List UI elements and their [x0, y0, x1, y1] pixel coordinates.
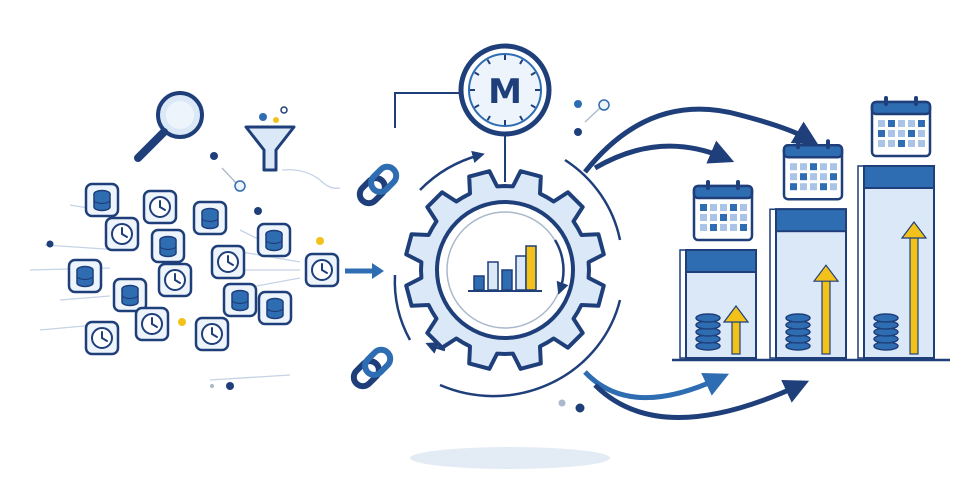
database-icon: [256, 222, 292, 258]
meter-dial: M: [458, 43, 552, 137]
database-icon: [84, 182, 120, 218]
calendar-icon: [870, 96, 932, 158]
data-sources-cluster: [29, 91, 384, 390]
database-icon: [150, 228, 186, 264]
ground-shadow: [410, 447, 610, 469]
clock-icon: [194, 316, 230, 352]
database-icon: [112, 277, 148, 313]
calendar-icon: [782, 139, 844, 201]
bar-chart-icon: [468, 245, 542, 292]
clock-icon: [104, 216, 140, 252]
database-icon: [257, 290, 293, 326]
up-arrow-icon: [900, 221, 928, 355]
clock-icon: [210, 244, 246, 280]
meter-connector: [394, 92, 460, 128]
chain-link-icon: [350, 346, 394, 390]
database-icon: [67, 258, 103, 294]
cycle-ring: [393, 150, 622, 398]
output-flow: [583, 106, 819, 420]
clock-icon: [134, 306, 170, 342]
clock-icon: [304, 252, 340, 288]
coin-stack-icon: [695, 313, 721, 351]
coin-stack-icon: [873, 313, 899, 351]
up-arrow-icon: [812, 264, 840, 355]
decor-dots-left: [46, 152, 324, 390]
coin-stack-icon: [785, 313, 811, 351]
input-arrow: [345, 263, 384, 279]
processing-hub: M: [350, 43, 622, 413]
up-arrow-icon: [722, 305, 750, 355]
growth-chart: [672, 96, 950, 362]
clock-icon: [142, 189, 178, 225]
growth-column: [679, 180, 757, 359]
chain-link-icon: [356, 163, 400, 207]
growth-column: [769, 139, 847, 359]
database-icon: [222, 282, 258, 318]
calendar-icon: [692, 180, 754, 242]
clock-icon: [157, 262, 193, 298]
growth-column: [857, 96, 935, 359]
clock-icon: [84, 320, 120, 356]
meter-letter: M: [488, 72, 522, 112]
funnel-icon: [244, 106, 341, 189]
database-icon: [192, 200, 228, 236]
magnifier-icon: [134, 91, 204, 162]
